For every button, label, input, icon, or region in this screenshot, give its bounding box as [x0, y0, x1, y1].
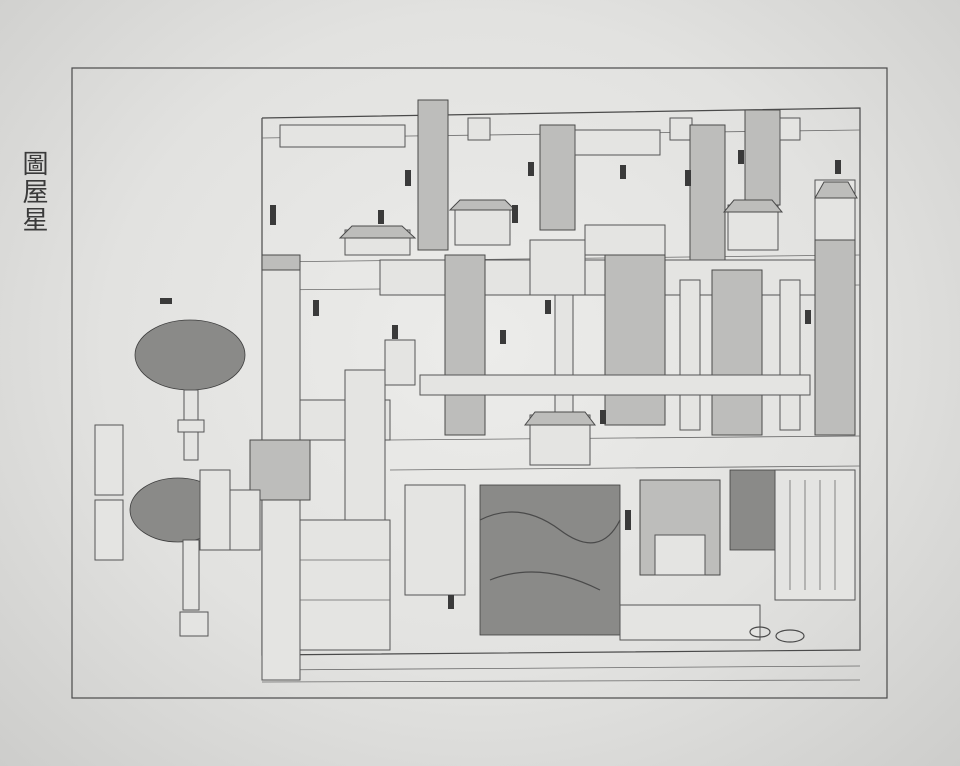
- west-corridor: [229, 254, 391, 681]
- exterior-trees: [94, 319, 246, 637]
- gate-panel: [94, 424, 124, 496]
- title-inscription: 圖屋星: [18, 150, 48, 234]
- south-garden: [404, 469, 856, 643]
- ink-labels: [160, 150, 841, 609]
- outer-border: [71, 67, 888, 699]
- upper-tree: [134, 319, 246, 391]
- central-pavilions: [379, 239, 856, 466]
- north-buildings: [279, 99, 858, 261]
